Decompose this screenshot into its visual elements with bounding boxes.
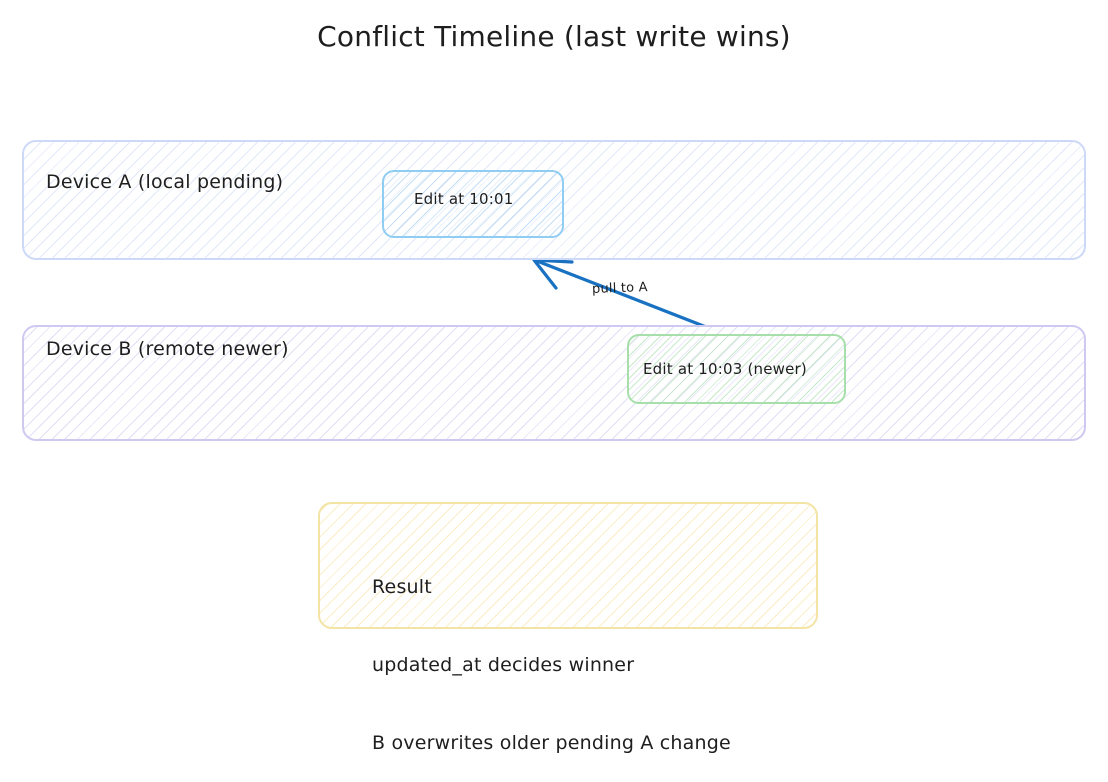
connector-label-pull-to-a: pull to A [591, 280, 648, 297]
result-note-text: Result updated_at decides winner B overw… [372, 522, 731, 782]
lane-device-a-label: Device A (local pending) [46, 171, 284, 193]
result-line-3: B overwrites older pending A change [372, 732, 731, 754]
lane-device-a [22, 140, 1086, 260]
event-box-device-a[interactable] [382, 170, 564, 238]
result-note-box [318, 502, 818, 629]
result-line-2: updated_at decides winner [372, 654, 635, 676]
lane-device-b [22, 325, 1086, 441]
page-title: Conflict Timeline (last write wins) [317, 20, 791, 53]
event-box-device-a-label: Edit at 10:01 [414, 190, 514, 208]
result-line-1: Result [372, 576, 432, 598]
lane-device-b-label: Device B (remote newer) [46, 338, 289, 360]
event-box-device-b-label: Edit at 10:03 (newer) [643, 360, 807, 378]
event-box-device-b[interactable] [627, 334, 846, 404]
